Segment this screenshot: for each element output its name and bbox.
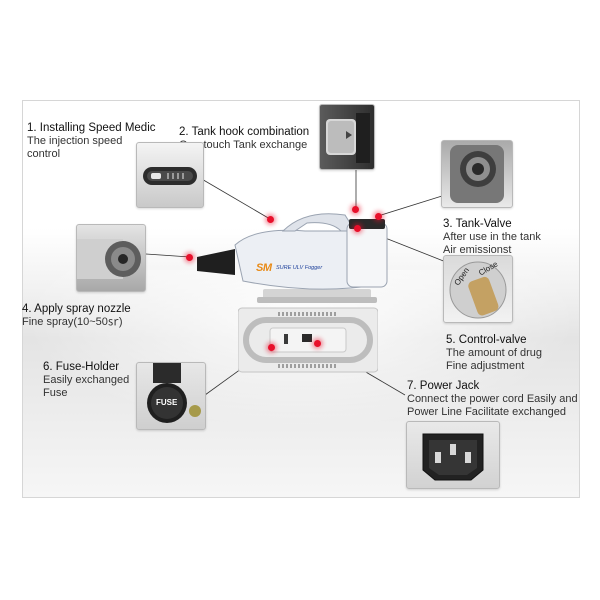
speed-medic-thumbnail (136, 142, 204, 208)
marker-dot-speed-medic (267, 216, 274, 223)
callout-desc: control (27, 148, 61, 160)
callout-title: 5. Control-valve (446, 334, 527, 346)
marker-dot-fuse-holder (268, 344, 275, 351)
power-jack-thumbnail (406, 421, 500, 489)
speed-dial-icon (143, 167, 197, 185)
callout-desc: Power Line Facilitate exchanged (407, 406, 566, 418)
tank-hook-icon (326, 113, 370, 163)
control-knob-icon (449, 261, 507, 319)
callout-fuse-holder: 6. Fuse-Holder Easily exchanged Fuse (43, 361, 129, 400)
fuse-icon (147, 363, 201, 423)
callout-desc: Fine adjustment (446, 360, 525, 372)
fuse-holder-thumbnail: FUSE (136, 362, 206, 430)
callout-desc: One-touch Tank exchange (179, 139, 308, 151)
marker-dot-tank-valve (375, 213, 382, 220)
fogger-base-view (238, 307, 378, 373)
tank-valve-icon (450, 145, 504, 203)
callout-title: 1. Installing Speed Medic (27, 122, 156, 134)
callout-title: 2. Tank hook combination (179, 126, 310, 138)
callout-speed-medic: 1. Installing Speed Medic The injection … (27, 122, 156, 161)
control-valve-thumbnail: Open Close (443, 255, 513, 323)
brand-text: SM (256, 262, 272, 274)
callout-title: 3. Tank-Valve (443, 218, 512, 230)
spray-nozzle-thumbnail (76, 224, 146, 292)
fuse-label: FUSE (156, 398, 178, 407)
nozzle-icon (77, 239, 141, 279)
model-logo: SURE ULV Fogger (276, 265, 322, 271)
callout-desc: After use in the tank (443, 231, 541, 243)
tank-hook-thumbnail (319, 104, 375, 170)
callout-desc: Fuse (43, 387, 68, 399)
callout-spray-nozzle: 4. Apply spray nozzle Fine spray(10~50㏛) (22, 303, 131, 329)
callout-desc: Easily exchanged (43, 374, 130, 386)
callout-power-jack: 7. Power Jack Connect the power cord Eas… (407, 380, 578, 419)
marker-dot-power-jack (314, 340, 321, 347)
tank-valve-thumbnail (441, 140, 513, 208)
model-text: SURE ULV Fogger (276, 265, 323, 271)
power-socket-icon (422, 433, 484, 481)
brand-logo: SM (256, 262, 272, 274)
callout-desc: Air emissionst (443, 244, 512, 256)
marker-dot-control-valve (354, 225, 361, 232)
callout-tank-valve: 3. Tank-Valve After use in the tank Air … (443, 218, 541, 257)
fogger-device (197, 213, 388, 303)
callout-title: 6. Fuse-Holder (43, 361, 120, 373)
callout-control-valve: 5. Control-valve The amount of drug Fine… (446, 334, 542, 373)
callout-desc: The injection speed (27, 135, 123, 147)
callout-desc: Connect the power cord Easily and (407, 393, 578, 405)
callout-desc: Fine spray(10~50㏛) (22, 316, 123, 328)
callout-title: 7. Power Jack (407, 380, 480, 392)
callout-desc: The amount of drug (446, 347, 543, 359)
marker-dot-spray-nozzle (186, 254, 193, 261)
callout-tank-hook: 2. Tank hook combination One-touch Tank … (179, 126, 309, 152)
callout-title: 4. Apply spray nozzle (22, 303, 131, 315)
marker-dot-tank-hook (352, 206, 359, 213)
